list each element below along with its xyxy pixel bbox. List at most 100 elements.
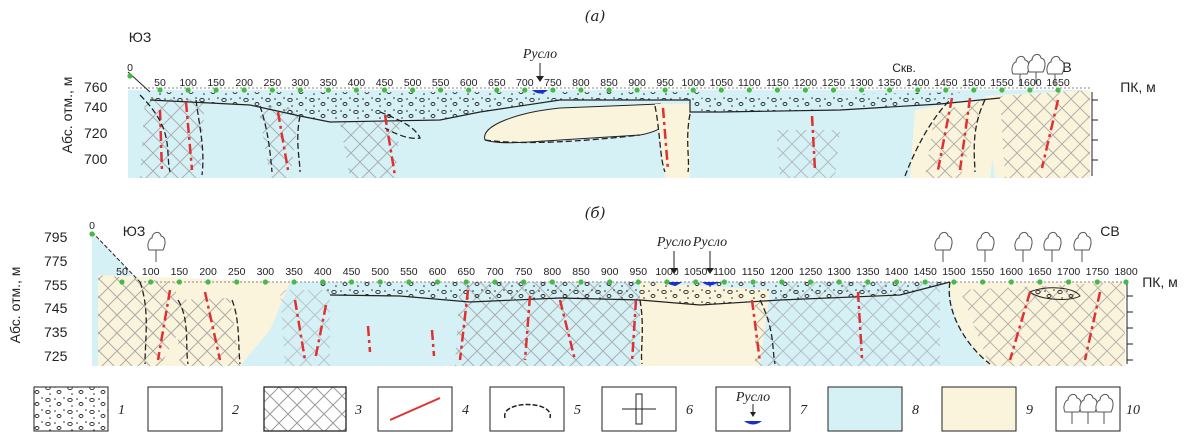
pk-marker: [234, 279, 240, 285]
channel-arrowhead: [706, 268, 714, 274]
pk-label: 800: [572, 77, 590, 89]
pk-marker: [1055, 87, 1061, 93]
blank-fill-icon: [147, 386, 223, 432]
contact-line: [231, 299, 241, 365]
y-tick: 745: [44, 300, 68, 316]
y-tick: 760: [84, 79, 108, 95]
hatched-zone: [140, 98, 205, 178]
panel-a-x-axis-label: ПК, м: [1120, 79, 1156, 95]
pk-marker: [205, 279, 211, 285]
hatched-zone: [755, 300, 780, 366]
pk-label: 1600: [1000, 266, 1024, 278]
fault-line: [313, 304, 328, 361]
tree-icon: [934, 231, 953, 263]
legend-channel-sample: [744, 421, 762, 425]
fault-line: [810, 115, 817, 171]
pk-label: 350: [285, 266, 303, 278]
hatched-zone: [98, 275, 180, 366]
contact-line: [654, 105, 666, 173]
contact-line: [297, 115, 301, 173]
contact-line: [484, 134, 641, 144]
fault-line: [936, 97, 954, 171]
pk-marker: [721, 279, 728, 285]
legend-num: 1: [118, 403, 125, 418]
fault-line: [276, 111, 290, 171]
pk-label: 100: [142, 266, 160, 278]
pk-marker: [494, 87, 500, 93]
y-tick: 795: [44, 229, 68, 245]
gravel-layer: [690, 92, 960, 112]
crosshatch-pattern-icon: [263, 386, 347, 432]
gravel-layer: [560, 92, 700, 100]
fault-sample: [389, 397, 441, 421]
pk-marker: [951, 279, 957, 285]
pk-label: 700: [516, 77, 534, 89]
legend-channel-text: Русло: [735, 390, 770, 405]
pk-marker: [348, 279, 355, 285]
channel-label: Русло: [522, 47, 557, 62]
pk-label: 150: [207, 77, 225, 89]
pk-marker: [463, 279, 469, 285]
panel-b: (б) ЮЗ СВ Абс. отм., м 795 775 755 745 7…: [7, 204, 1178, 366]
fault-line: [156, 289, 172, 361]
y-tick: 700: [84, 151, 108, 167]
pk-marker: [1037, 279, 1043, 285]
pk-marker: [185, 87, 191, 93]
pk-label: 1650: [1028, 266, 1052, 278]
contact-line: [195, 99, 204, 176]
fault-line: [184, 101, 194, 171]
fault-line: [383, 114, 397, 177]
pk-label: 1150: [742, 266, 765, 278]
pk-marker: [262, 279, 268, 285]
panel-a: (а) ЮЗ СВ Абс. отм., м 760 740 720 700: [59, 7, 1156, 178]
pk-marker: [662, 87, 668, 93]
pk-marker: [693, 279, 699, 285]
pk-marker: [89, 231, 95, 237]
contact-line: [759, 299, 776, 365]
pk-marker: [434, 279, 441, 285]
well-label: Скв.: [892, 61, 916, 75]
pk-label: 1200: [794, 77, 818, 89]
pk-label: 1050: [710, 77, 734, 89]
pk-marker: [980, 279, 986, 285]
pk-marker: [157, 87, 163, 93]
pk-marker: [213, 87, 219, 93]
hatched-zone: [776, 130, 840, 178]
hatched-zone: [455, 282, 640, 366]
fault-line: [958, 97, 972, 171]
contour-sample: [504, 403, 551, 419]
pk-label: 1100: [713, 266, 736, 278]
legend-num: 3: [354, 403, 362, 418]
pk-marker: [406, 279, 412, 285]
pk-marker: [690, 87, 696, 93]
fault-line: [1040, 99, 1060, 169]
pk-marker: [779, 279, 785, 285]
pk-marker: [176, 279, 182, 285]
pk-label: 1050: [684, 266, 708, 278]
pk-marker: [915, 87, 921, 93]
pk-marker: [521, 279, 527, 285]
fault-line: [661, 107, 670, 171]
contacts-a: [139, 94, 986, 177]
pk-marker: [578, 279, 584, 285]
pk-label: 350: [320, 77, 338, 89]
pk-label: 450: [343, 266, 361, 278]
channel-arrowhead: [670, 268, 678, 274]
pk-marker: [148, 279, 154, 285]
hatched-zone: [340, 122, 400, 178]
fault-line: [366, 325, 372, 353]
fault-line: [1008, 291, 1032, 361]
legend-num: 8: [912, 403, 919, 418]
legend-num: 4: [462, 403, 469, 418]
pk-marker: [291, 279, 297, 285]
pk-marker: [922, 279, 928, 285]
pk-marker: [549, 279, 555, 285]
channel-symbol: [666, 282, 682, 286]
pk-marker: [943, 87, 949, 93]
pk-label: 300: [292, 77, 310, 89]
contacts-b: [139, 281, 991, 365]
pk-label: 950: [656, 77, 674, 89]
tree-icon: [1073, 231, 1092, 263]
pk-marker: [802, 87, 809, 93]
